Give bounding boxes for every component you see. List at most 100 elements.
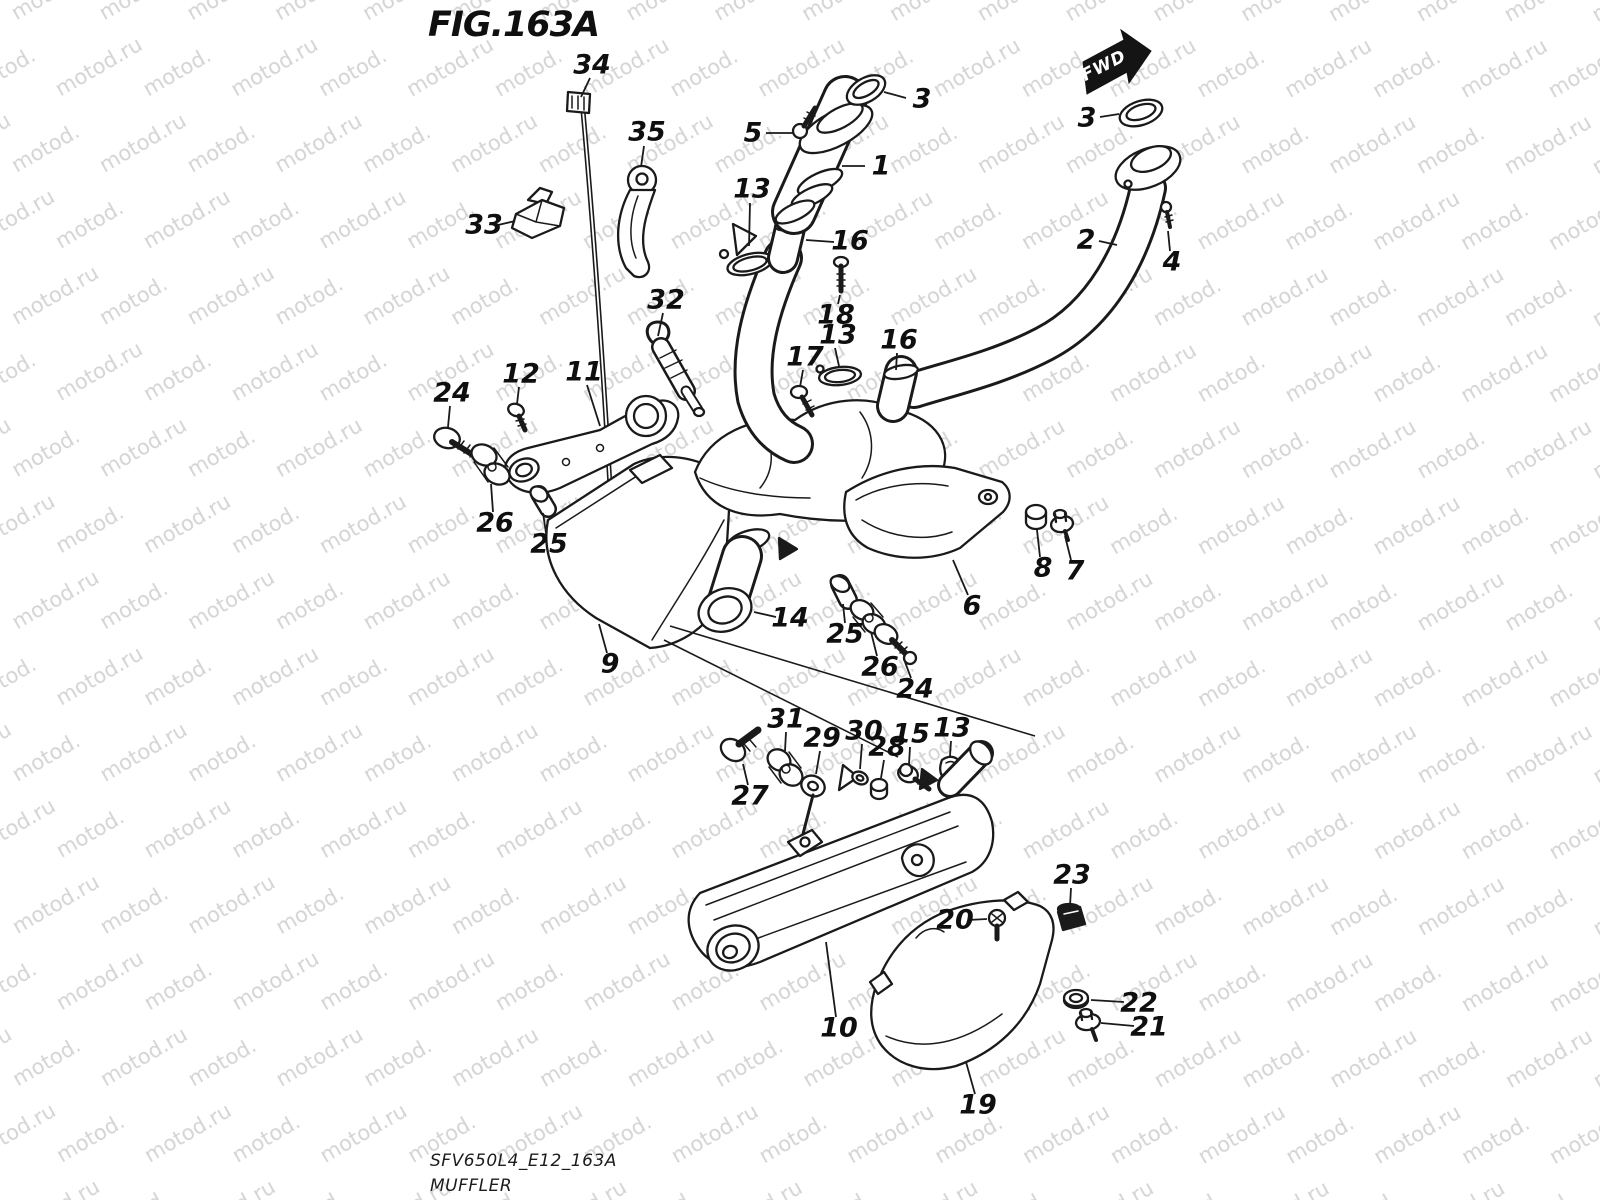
assembly-pointer-line [663, 639, 899, 758]
leader-line-13 [834, 347, 840, 367]
part-label-31: 31 [767, 704, 805, 735]
leader-line-25 [842, 603, 846, 624]
leader-line-12 [516, 386, 520, 405]
part-23-cap-nut [1056, 902, 1087, 932]
leader-line-13 [949, 740, 952, 757]
leader-line-34 [580, 77, 591, 98]
leader-line-9 [598, 623, 608, 654]
leader-line-24 [904, 661, 912, 679]
part-25-spacer-left [529, 485, 557, 518]
part-label-23: 23 [1053, 860, 1091, 891]
leader-line-27 [742, 763, 749, 786]
leader-line-30 [859, 743, 863, 770]
part-label-19: 19 [959, 1090, 997, 1121]
part-label-10: 10 [820, 1013, 858, 1044]
part-label-7: 7 [1066, 556, 1085, 587]
leader-line-8 [1036, 529, 1041, 558]
part-5-bolt [791, 105, 818, 140]
leader-line-3 [883, 91, 907, 99]
part-label-12: 12 [502, 359, 540, 390]
part-24-bolt-right [873, 623, 918, 666]
part-1-front-pipe-lower [733, 238, 814, 464]
part-label-24: 24 [433, 378, 471, 409]
part-12-bolt [507, 402, 528, 433]
part-9-muffler-chamber [545, 453, 732, 650]
part-label-3: 3 [1078, 103, 1097, 134]
leader-line-16 [805, 239, 835, 243]
leader-line-26 [490, 483, 494, 513]
part-3-gasket-front [845, 74, 887, 106]
part-label-20: 20 [936, 905, 974, 936]
part-label-30: 30 [845, 716, 883, 747]
part-label-16: 16 [880, 325, 918, 356]
leader-line-3 [1099, 113, 1120, 118]
part-15-bolt [897, 762, 932, 792]
leader-line-29 [815, 750, 821, 775]
part-25-spacer-right [829, 574, 858, 610]
leader-line-35 [640, 145, 645, 168]
part-label-4: 4 [1162, 247, 1182, 278]
part-label-8: 8 [1034, 553, 1053, 584]
part-label-9: 9 [601, 649, 620, 680]
part-16-sleeve-rear [876, 355, 919, 423]
part-label-11: 11 [565, 357, 603, 388]
part-label-6: 6 [963, 591, 982, 622]
part-6-heat-shield [843, 464, 1011, 559]
part-label-32: 32 [647, 285, 685, 316]
leader-line-7 [1064, 535, 1072, 561]
part-label-13: 13 [733, 174, 771, 205]
part-29-washer [800, 774, 826, 798]
leader-line-14 [753, 611, 777, 618]
leader-line-16 [895, 352, 898, 371]
leader-line-23 [1069, 887, 1072, 907]
leader-line-21 [1100, 1022, 1135, 1027]
part-10-muffler-body [687, 740, 995, 972]
leader-line-24 [447, 405, 451, 428]
leader-line-15 [908, 746, 911, 765]
part-label-21: 21 [1130, 1012, 1168, 1043]
part-label-25: 25 [826, 619, 864, 650]
part-22-nut [1062, 988, 1090, 1010]
part-label-22: 22 [1120, 988, 1158, 1019]
part-3-gasket-rear [1118, 98, 1164, 128]
part-label-35: 35 [628, 117, 666, 148]
leader-line-17 [799, 369, 804, 388]
part-8-nut [1024, 503, 1048, 531]
part-label-18: 18 [817, 300, 855, 331]
part-label-29: 29 [803, 723, 841, 754]
part-19-muffler-cover [868, 890, 1055, 1071]
part-17-bolt [789, 384, 815, 418]
part-31-bushing [766, 748, 804, 787]
leader-line-18 [837, 294, 841, 305]
part-30-washer [851, 770, 869, 786]
leader-line-19 [965, 1061, 976, 1095]
leader-line-10 [825, 941, 837, 1018]
part-label-26: 26 [861, 652, 899, 683]
leader-line-26 [870, 631, 878, 657]
part-label-5: 5 [744, 118, 763, 149]
part-label-15: 15 [892, 719, 930, 750]
assembly-pointer-arrows [731, 222, 939, 792]
part-label-16: 16 [831, 226, 869, 257]
diagram-artwork [433, 74, 1182, 1071]
part-label-14: 14 [771, 603, 809, 634]
assembly-pointer-line [669, 625, 1036, 737]
part-1-front-pipe [771, 75, 874, 235]
part-14-outlet-sleeve [697, 528, 771, 633]
part-label-1: 1 [872, 151, 891, 182]
part-7-bolt [1049, 508, 1075, 542]
leader-line-6 [952, 559, 969, 596]
part-21-bolt [1074, 1007, 1102, 1042]
part-label-28: 28 [868, 732, 906, 763]
part-28-nut [869, 777, 889, 801]
leader-line-31 [784, 731, 787, 752]
part-label-27: 27 [731, 781, 769, 812]
part-26-bushing-left [470, 443, 511, 486]
figure-code: SFV650L4_E12_163A [430, 1151, 617, 1171]
part-label-34: 34 [573, 50, 611, 81]
part-label-13: 13 [819, 320, 857, 351]
figure-name: MUFFLER [430, 1176, 512, 1196]
